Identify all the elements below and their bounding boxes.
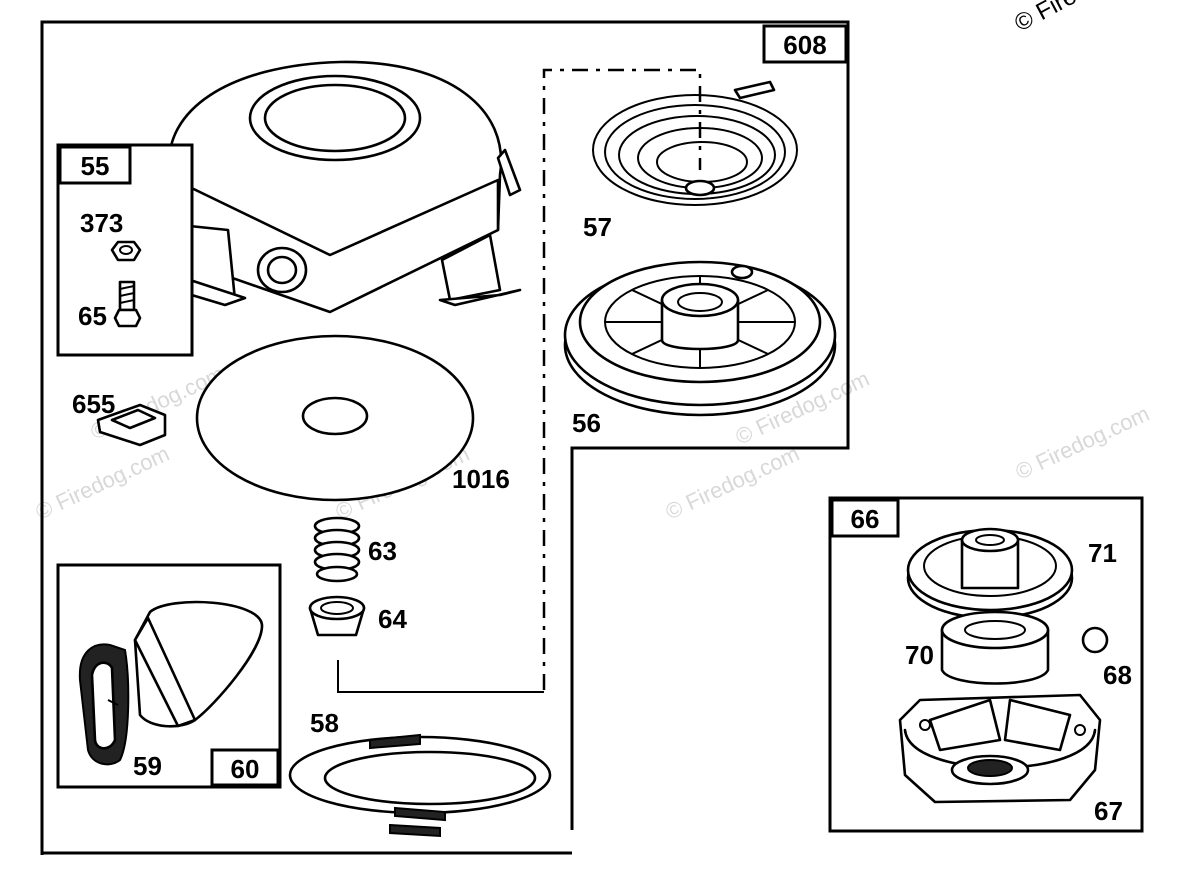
- group-608-tag: [762, 24, 848, 64]
- handle-part-59: [78, 600, 264, 766]
- starter-cup-part-71: [906, 527, 1074, 620]
- clip-part-655: [96, 403, 167, 447]
- nut-part-373: [110, 240, 142, 262]
- group-608-label: 608: [783, 30, 826, 60]
- label-1016: 1016: [452, 464, 510, 494]
- label-57: 57: [583, 212, 612, 242]
- label-64: 64: [378, 604, 407, 634]
- group-60-box: [56, 563, 282, 789]
- label-67: 67: [1094, 796, 1123, 826]
- screw-part-65: [113, 280, 142, 328]
- group-60-tag: [210, 748, 280, 787]
- washer-part-1016: [195, 334, 475, 502]
- group-55-label: 55: [81, 151, 110, 181]
- ratchet-part-70: [940, 610, 1050, 685]
- label-65: 65: [78, 301, 107, 331]
- group-66-tag: [830, 498, 900, 538]
- blower-housing-part: [148, 60, 522, 314]
- ball-part-68: [1081, 626, 1109, 654]
- group-66-label: 66: [851, 504, 880, 534]
- leader-line-64: [337, 660, 544, 693]
- label-56: 56: [572, 408, 601, 438]
- pulley-part-56: [563, 260, 837, 417]
- group-55-tag: [58, 145, 132, 185]
- watermark-4: © Firedog.com: [662, 441, 804, 525]
- ratchet-housing-part-67: [898, 693, 1102, 804]
- rope-part-58: [288, 733, 552, 838]
- cup-part-64: [308, 595, 366, 637]
- group-60-label: 60: [231, 754, 260, 784]
- label-59: 59: [133, 751, 162, 781]
- label-58: 58: [310, 708, 339, 738]
- label-655: 655: [72, 389, 115, 419]
- group-66-box: [828, 496, 1144, 833]
- copyright-text: © Firedog: [1010, 0, 1116, 37]
- spring-part-63: [313, 516, 361, 583]
- watermark-5: © Firedog.com: [1012, 401, 1154, 485]
- label-70: 70: [905, 640, 934, 670]
- group-608-outline: [40, 20, 850, 855]
- leader-line-57: [542, 68, 702, 690]
- label-63: 63: [368, 536, 397, 566]
- watermark-1: © Firedog.com: [32, 441, 174, 525]
- label-68: 68: [1103, 660, 1132, 690]
- recoil-spring-part-57: [592, 80, 798, 206]
- label-71: 71: [1088, 538, 1117, 568]
- label-373: 373: [80, 208, 123, 238]
